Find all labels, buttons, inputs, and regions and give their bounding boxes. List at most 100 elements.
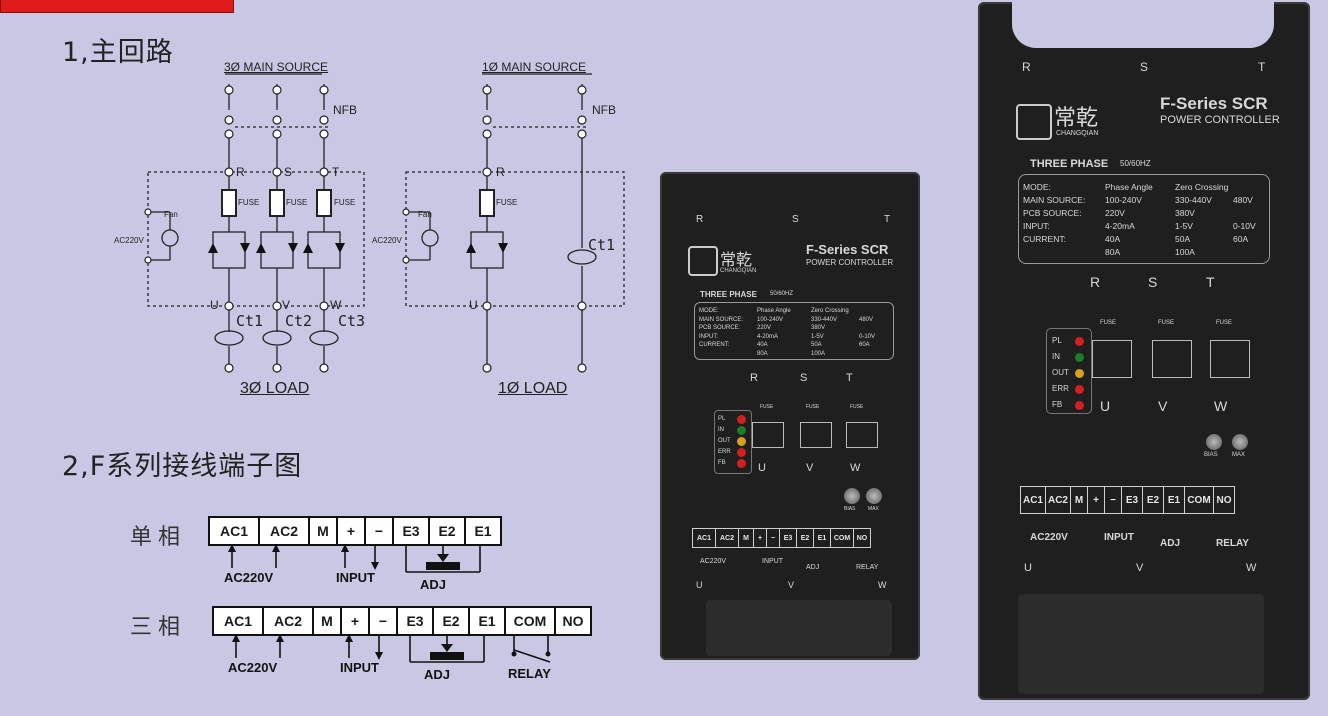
device-small-bias: BIAS <box>844 506 856 512</box>
scr-module <box>752 422 784 448</box>
three-ac220v-label: AC220V <box>228 660 278 675</box>
terminal-minus: − <box>767 529 780 547</box>
device-large-out-u: U <box>1024 562 1032 574</box>
max-knob[interactable] <box>1232 434 1248 450</box>
diagram3-source-label: 3Ø MAIN SOURCE <box>224 60 329 74</box>
terminal-ac1: AC1 <box>210 518 260 544</box>
device-large-sub: POWER CONTROLLER <box>1160 114 1280 126</box>
terminal-e2: E2 <box>434 608 470 634</box>
diagram3-schematic <box>144 73 365 373</box>
terminal-m: M <box>739 529 754 547</box>
terminal-e3: E3 <box>394 518 430 544</box>
controller-device-small: R S T 常乾 CHANGQIAN F-Series SCR POWER CO… <box>660 172 920 660</box>
section2-title: 2,F系列接线端子图 <box>62 451 303 482</box>
device-large-three-phase: THREE PHASE <box>1030 158 1109 170</box>
terminal-e2: E2 <box>797 529 814 547</box>
diagram1-output-u: U <box>469 298 478 312</box>
device-small-spec-box: MODE:MAIN SOURCE:PCB SOURCE:INPUT:CURREN… <box>694 302 894 360</box>
terminal-e3: E3 <box>398 608 434 634</box>
device-small-phase-s-label: S <box>800 372 808 384</box>
diagram1-load-label: 1Ø LOAD <box>498 380 568 397</box>
diagram3-output-w: W <box>330 298 342 312</box>
terminal-minus: − <box>366 518 394 544</box>
terminal-plus: + <box>338 518 366 544</box>
device-large-output-u: U <box>1100 398 1111 414</box>
device-large-relay: RELAY <box>1216 538 1249 549</box>
diagram3-ct3-label: Ct3 <box>338 312 366 330</box>
terminal-minus: − <box>1105 487 1122 513</box>
device-small-series: F-Series SCR <box>806 242 889 257</box>
device-small-fuse: FUSE <box>850 404 864 410</box>
terminal-plus: + <box>1088 487 1105 513</box>
device-large-bias: BIAS <box>1204 452 1218 458</box>
device-large-fuse: FUSE <box>1158 320 1175 326</box>
device-large-freq: 50/60HZ <box>1120 159 1151 168</box>
scr-module <box>800 422 832 448</box>
device-large-spec-box: MODE:MAIN SOURCE:PCB SOURCE:INPUT:CURREN… <box>1018 174 1270 264</box>
led-out <box>1075 369 1084 378</box>
bias-knob[interactable] <box>844 488 860 504</box>
device-small-input: INPUT <box>762 558 783 565</box>
led-in <box>737 426 746 435</box>
diagram1-schematic <box>402 73 625 373</box>
spec-labels: MODE:MAIN SOURCE:PCB SOURCE:INPUT:CURREN… <box>1023 182 1086 244</box>
terminal-e3: E3 <box>780 529 797 547</box>
device-small-phase-r: R <box>696 214 704 225</box>
device-small-brand-en: CHANGQIAN <box>720 268 757 274</box>
diagram3-fuse-label: FUSE <box>334 198 356 207</box>
device-large-ac220v: AC220V <box>1030 532 1068 543</box>
header-tab <box>0 0 234 13</box>
terminal-wiring <box>228 544 551 663</box>
terminal-com: COM <box>506 608 556 634</box>
device-small-fuse: FUSE <box>806 404 820 410</box>
single-phase-label: 单相 <box>130 525 187 550</box>
single-ac220v-label: AC220V <box>224 570 274 585</box>
diagram3-fuse-label: FUSE <box>238 198 260 207</box>
device-small-terminal-strip: AC1 AC2 M + − E3 E2 E1 COM NO <box>692 528 871 548</box>
max-knob[interactable] <box>866 488 882 504</box>
device-large-fuse: FUSE <box>1216 320 1233 326</box>
diagram1-phase-r: R <box>496 165 505 179</box>
device-small-phase-t: T <box>884 214 891 225</box>
three-relay-label: RELAY <box>508 666 551 681</box>
device-large-phase-r: R <box>1022 60 1031 74</box>
diagram3-ct2-label: Ct2 <box>285 312 313 330</box>
device-large-phase-r-label: R <box>1090 274 1101 290</box>
device-large-output-v: V <box>1158 398 1168 414</box>
device-small-three-phase: THREE PHASE <box>700 290 757 299</box>
device-small-phase-t-label: T <box>846 372 853 384</box>
terminal-plus: + <box>342 608 370 634</box>
terminal-e1: E1 <box>814 529 831 547</box>
device-large-fuse: FUSE <box>1100 320 1117 326</box>
terminal-e2: E2 <box>430 518 466 544</box>
device-small-max: MAX <box>868 506 879 512</box>
terminal-ac2: AC2 <box>264 608 314 634</box>
terminal-com: COM <box>831 529 854 547</box>
terminal-m: M <box>314 608 342 634</box>
device-small-fuse: FUSE <box>760 404 774 410</box>
single-input-label: INPUT <box>336 570 375 585</box>
device-small-out-v: V <box>788 580 795 590</box>
terminal-e2: E2 <box>1143 487 1164 513</box>
terminal-e1: E1 <box>470 608 506 634</box>
device-small-relay: RELAY <box>856 564 879 571</box>
device-small-ac220v: AC220V <box>700 558 727 565</box>
device-small-out-w: W <box>878 580 887 590</box>
cooling-fan <box>706 600 892 656</box>
device-large-brand-en: CHANGQIAN <box>1056 130 1099 137</box>
terminal-plus: + <box>754 529 767 547</box>
brand-logo <box>688 246 718 276</box>
led-fb <box>1075 401 1084 410</box>
device-large-adj: ADJ <box>1160 538 1181 549</box>
bias-knob[interactable] <box>1206 434 1222 450</box>
terminal-e3: E3 <box>1122 487 1143 513</box>
diagram3-fuse-label: FUSE <box>286 198 308 207</box>
diagram3-ct1-label: Ct1 <box>236 312 264 330</box>
mounting-cutout <box>1012 0 1274 48</box>
